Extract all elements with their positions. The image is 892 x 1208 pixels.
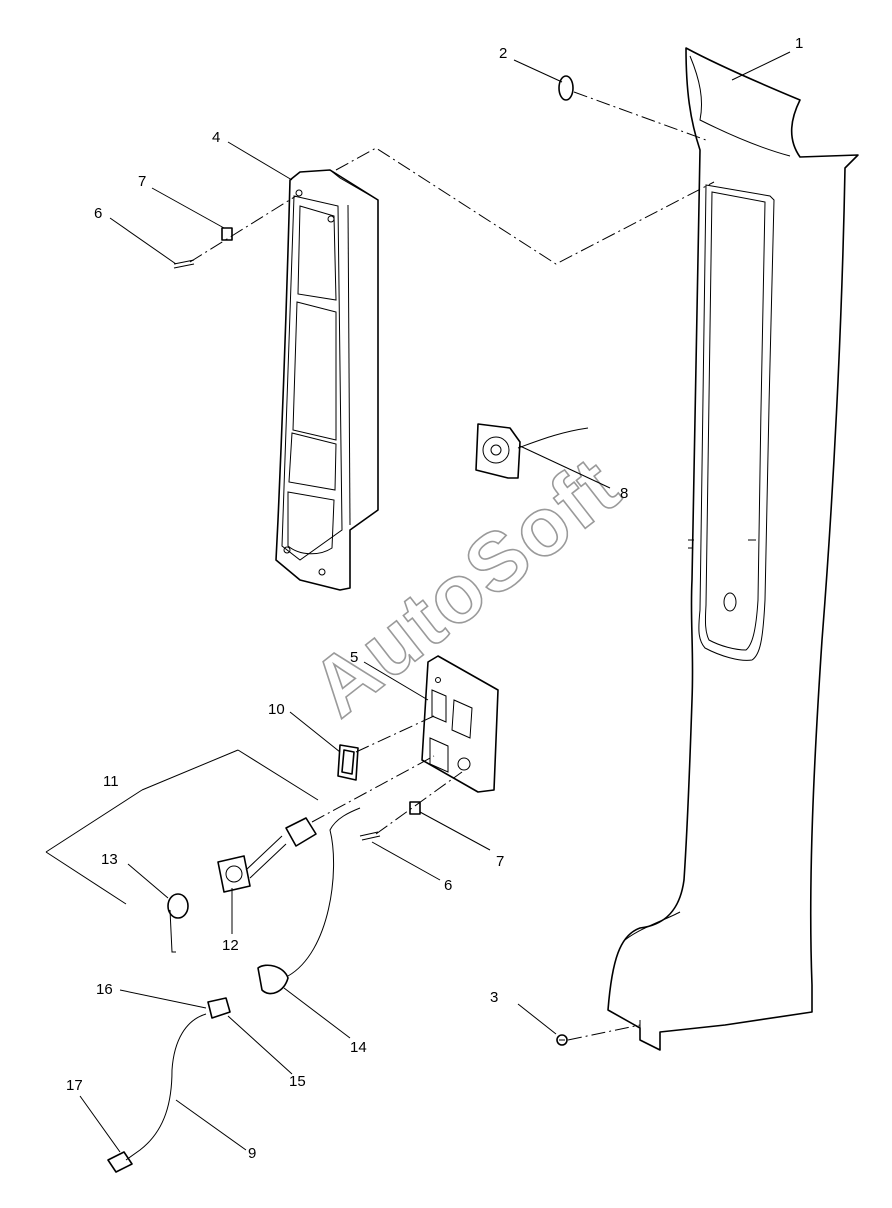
cable-assembly — [107, 997, 231, 1173]
callout-9: 9 — [248, 1145, 256, 1162]
callout-8: 8 — [620, 485, 628, 502]
pillar-trim-panel — [607, 47, 859, 1051]
callout-2: 2 — [499, 45, 507, 62]
callout-7-upper: 7 — [138, 173, 146, 190]
callout-6-lower: 6 — [444, 877, 452, 894]
callout-5: 5 — [350, 649, 358, 666]
callout-16: 16 — [96, 981, 113, 998]
grommet — [558, 75, 574, 101]
callout-17: 17 — [66, 1077, 83, 1094]
fasteners-upper — [173, 227, 233, 269]
callout-13: 13 — [101, 851, 118, 868]
callout-1: 1 — [795, 35, 803, 52]
callout-15: 15 — [289, 1073, 306, 1090]
switch-cover — [337, 744, 359, 781]
callout-4: 4 — [212, 129, 220, 146]
callout-6-upper: 6 — [94, 205, 102, 222]
watermark-text: AutoSoft — [295, 440, 636, 735]
speaker — [475, 423, 589, 479]
callout-12: 12 — [222, 937, 239, 954]
switch-panel — [421, 655, 499, 793]
screw-3 — [556, 1034, 568, 1046]
connector-socket — [217, 817, 317, 893]
control-knob — [257, 807, 361, 995]
fasteners-lower — [359, 801, 421, 841]
callout-14: 14 — [350, 1039, 367, 1056]
protective-cap — [167, 893, 189, 953]
leader-lines — [45, 51, 791, 1153]
callout-11: 11 — [103, 773, 119, 790]
callout-10: 10 — [268, 701, 285, 718]
callout-7-lower: 7 — [496, 853, 504, 870]
grille-panel — [275, 169, 379, 591]
callout-labels: 1 2 4 7 6 8 5 10 11 7 13 6 12 16 3 14 15… — [66, 35, 803, 1162]
callout-3: 3 — [490, 989, 498, 1006]
assembly-lines — [189, 91, 715, 1041]
